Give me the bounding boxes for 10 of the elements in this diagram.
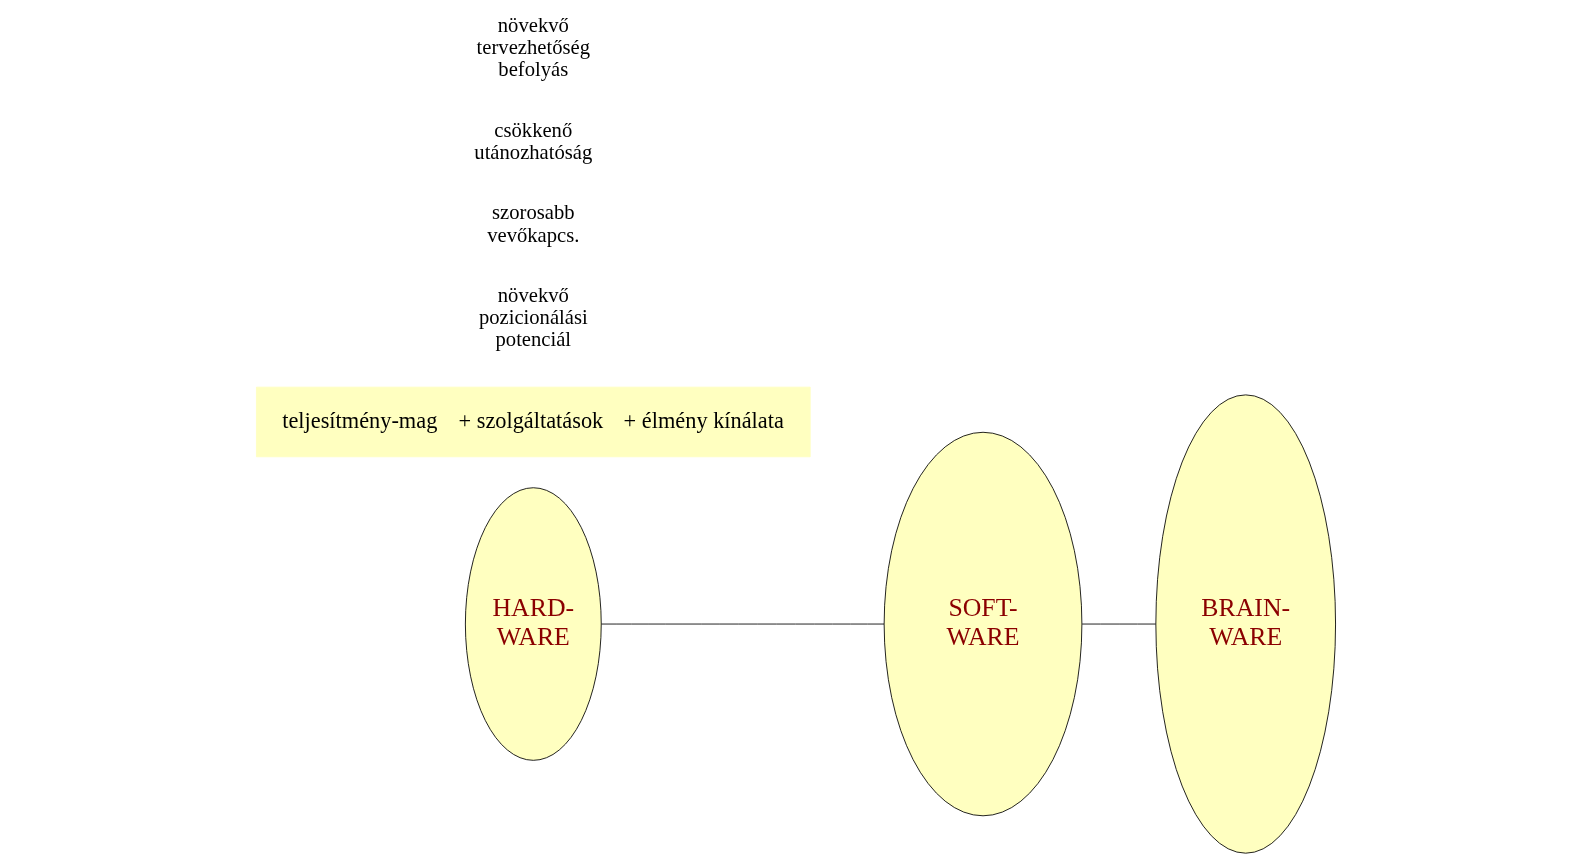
label: növekvő pozicionálási potenciál <box>478 283 588 351</box>
node-box: teljesítmény-mag + szolgáltatások + élmény kínálata <box>255 386 811 458</box>
node-ellipse: SOFT- WARE <box>883 431 1082 817</box>
label: növekvő tervezhetőség befolyás <box>476 13 590 81</box>
label: szorosabb vevőkapcs. <box>486 201 579 246</box>
connector <box>600 623 884 625</box>
connector <box>1081 623 1156 625</box>
label: csökkenő utánozhatóság <box>473 118 592 164</box>
node-ellipse: HARD- WARE <box>464 487 602 761</box>
node-ellipse: BRAIN- WARE <box>1154 394 1336 854</box>
